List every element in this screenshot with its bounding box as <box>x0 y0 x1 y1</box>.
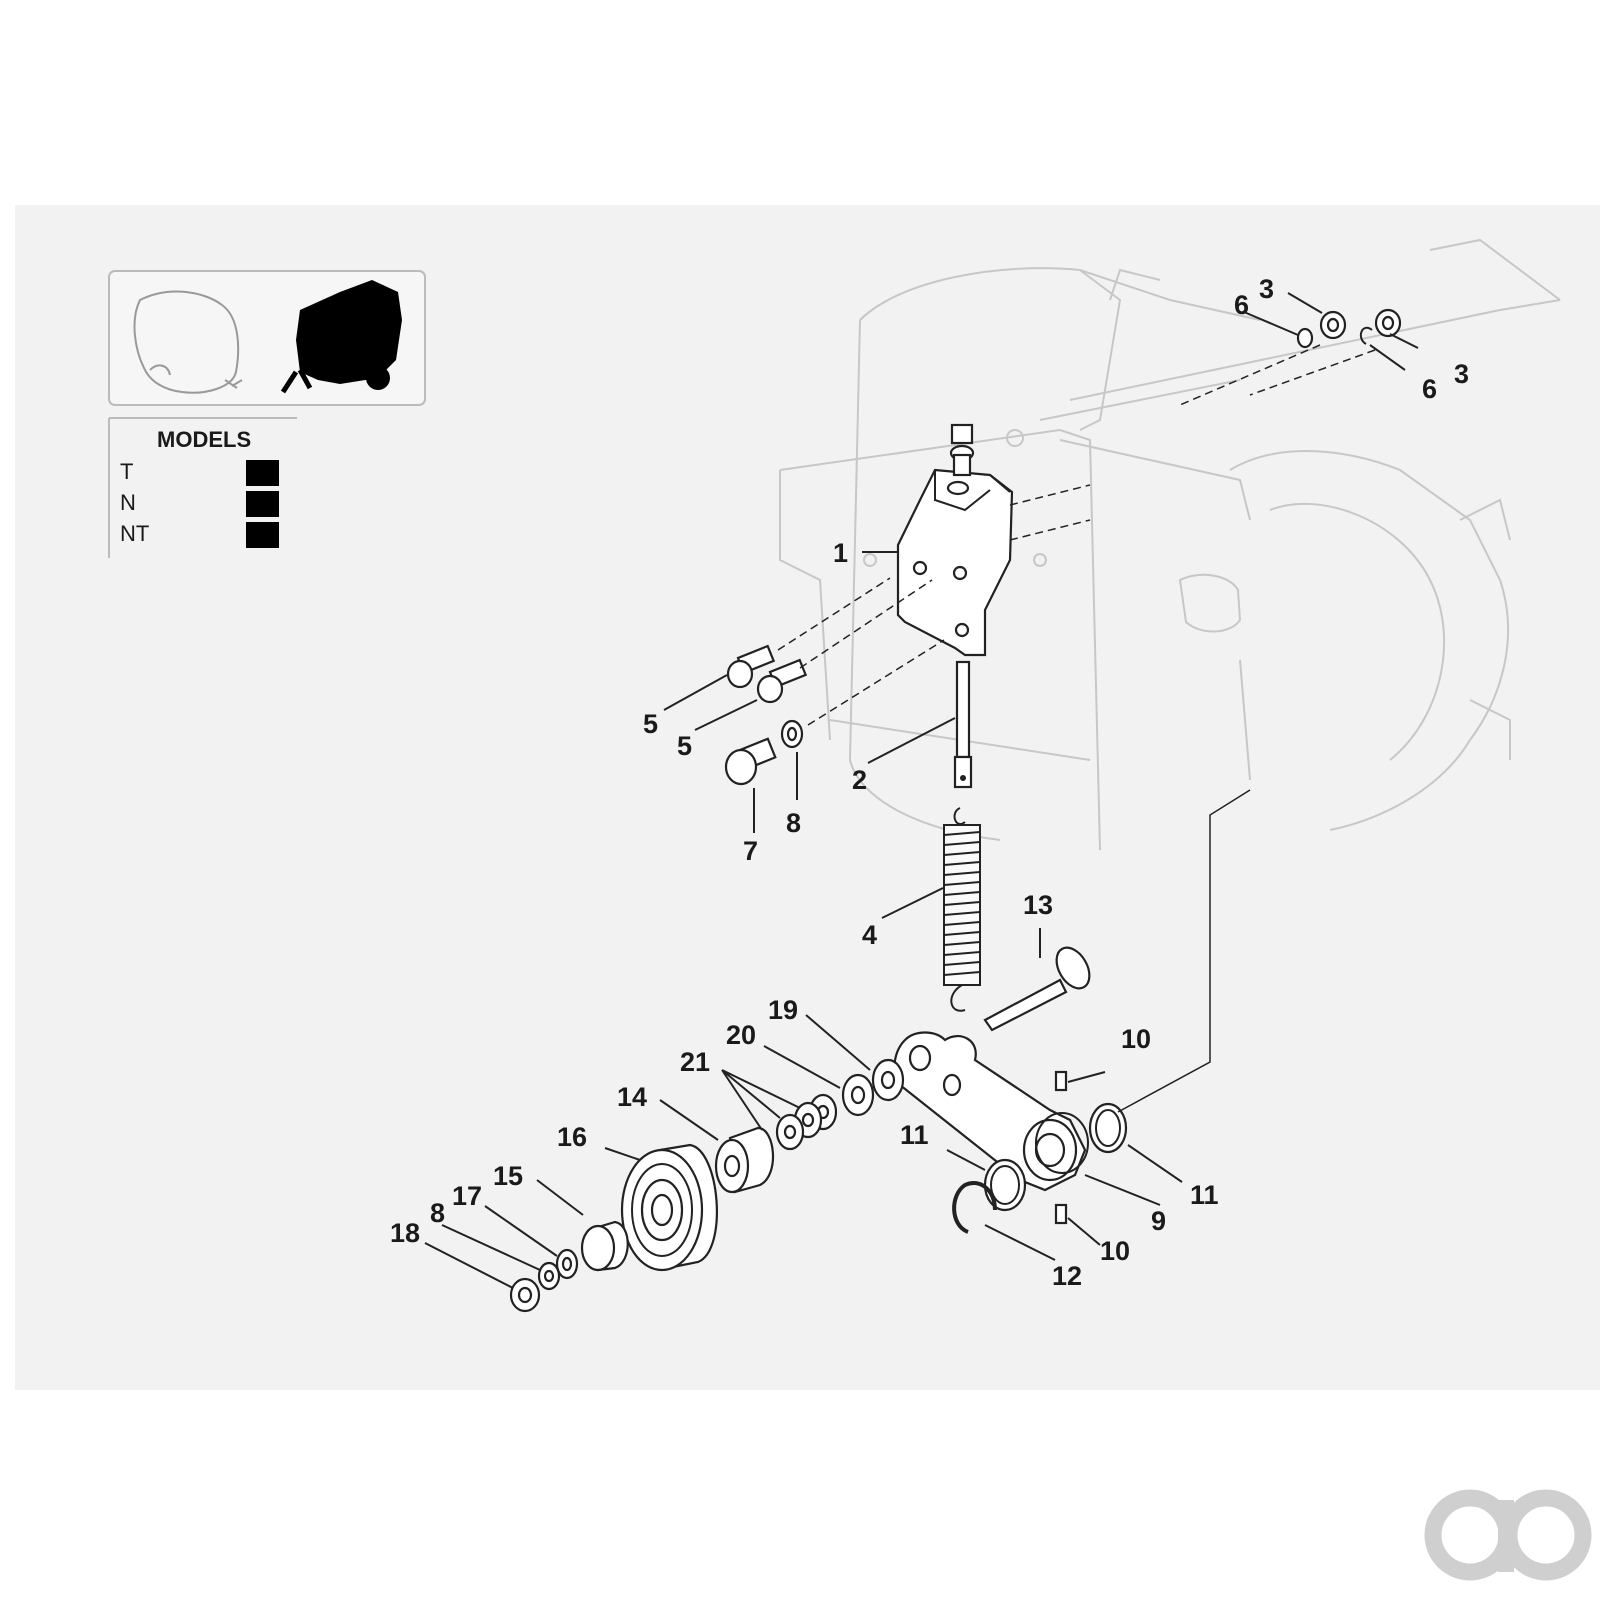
callout-10-upper: 10 <box>1121 1024 1151 1054</box>
part-10-grease-nipple-upper <box>1054 1070 1068 1092</box>
part-21-shims <box>775 1093 838 1151</box>
baler-silhouette-icon <box>296 280 402 384</box>
part-5-bolt-upper <box>726 644 776 689</box>
part-2-rod <box>953 660 973 789</box>
model-marker-n <box>246 491 279 517</box>
part-8-washer-lower <box>537 1261 561 1291</box>
part-6-washer-right <box>1359 326 1373 345</box>
part-19-washer <box>871 1058 905 1102</box>
callout-21: 21 <box>680 1047 710 1077</box>
part-11-seal-left <box>983 1158 1027 1212</box>
part-9-arm <box>893 1031 1089 1192</box>
baler-outline-icon <box>133 290 243 394</box>
callout-11-right: 11 <box>1190 1180 1219 1210</box>
part-5-bolt-lower <box>756 658 808 704</box>
callout-19: 19 <box>768 995 798 1025</box>
models-title: MODELS <box>157 427 251 452</box>
callout-9: 9 <box>1151 1206 1166 1236</box>
parts <box>509 308 1402 1313</box>
callout-16: 16 <box>557 1122 587 1152</box>
callout-20: 20 <box>726 1020 756 1050</box>
part-15-bushing <box>580 1220 629 1272</box>
callout-2: 2 <box>852 765 867 795</box>
callout-4: 4 <box>862 920 877 950</box>
model-label-t: T <box>120 459 133 484</box>
callout-6-right: 6 <box>1422 374 1437 404</box>
part-11-seal-right <box>1088 1102 1128 1154</box>
model-marker-t <box>246 460 279 486</box>
callout-18: 18 <box>390 1218 420 1248</box>
callout-14: 14 <box>617 1082 647 1112</box>
part-3-nut-left <box>1319 310 1347 340</box>
callout-3-top: 3 <box>1259 274 1274 304</box>
part-4-spring <box>943 807 981 1012</box>
callout-10-lower: 10 <box>1100 1236 1130 1266</box>
part-16-pulley <box>620 1143 718 1272</box>
callout-17: 17 <box>452 1181 482 1211</box>
model-marker-nt <box>246 522 279 548</box>
callout-5-lower: 5 <box>677 731 692 761</box>
callout-8-lower: 8 <box>430 1198 445 1228</box>
callout-8-upper: 8 <box>786 808 801 838</box>
part-20-washer <box>841 1073 875 1117</box>
part-14-spacer <box>714 1126 774 1194</box>
model-label-n: N <box>120 490 136 515</box>
models-table: MODELS T N NT <box>108 417 297 558</box>
callout-11-left: 11 <box>900 1120 929 1150</box>
part-10-grease-nipple-lower <box>1054 1203 1068 1225</box>
callout-1: 1 <box>833 538 848 568</box>
callout-13: 13 <box>1023 890 1053 920</box>
leader-lines <box>424 292 1419 1289</box>
model-label-nt: NT <box>120 521 149 546</box>
part-18-nut <box>509 1277 541 1313</box>
callouts: 1 2 3 3 4 5 5 6 6 7 8 8 9 10 10 11 11 12… <box>390 274 1469 1291</box>
part-17-washer <box>555 1248 579 1280</box>
part-7-bolt <box>724 737 777 786</box>
part-1-bracket <box>896 423 1014 657</box>
callout-12: 12 <box>1052 1261 1082 1291</box>
callout-5-upper: 5 <box>643 709 658 739</box>
part-3-nut-right <box>1374 308 1402 338</box>
callout-3-right: 3 <box>1454 359 1469 389</box>
models-thumbnail <box>108 270 426 406</box>
callout-6-top: 6 <box>1234 290 1249 320</box>
callout-15: 15 <box>493 1161 523 1191</box>
part-13-pin <box>983 946 1091 1032</box>
part-12-circlip <box>952 1181 997 1234</box>
part-8-washer-upper <box>780 719 804 749</box>
ao-logo-icon <box>1424 1489 1592 1581</box>
callout-7: 7 <box>743 836 758 866</box>
part-6-washer-left <box>1296 327 1314 349</box>
